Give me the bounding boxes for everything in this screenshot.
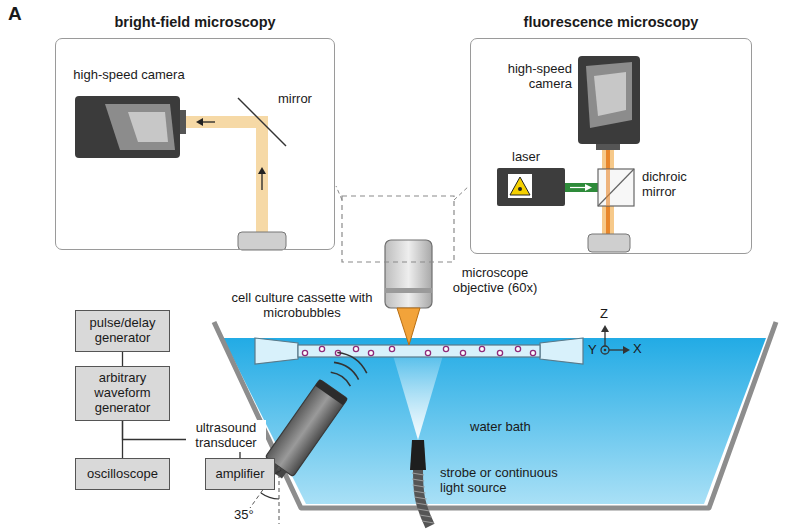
bright-field-optics — [75, 96, 286, 250]
part-label: water bath — [470, 420, 560, 435]
water — [223, 338, 766, 504]
part-label: dichroic mirror — [642, 170, 712, 200]
gooseneck-rib — [412, 473, 424, 475]
gooseneck-rib — [418, 509, 430, 511]
gooseneck-rib — [415, 497, 427, 499]
high-speed-camera — [75, 96, 186, 158]
box-label: oscilloscope — [87, 467, 158, 482]
part-label: mirror — [278, 92, 330, 107]
part-label: high-speed camera — [68, 68, 190, 83]
microbubble — [353, 346, 358, 351]
instrument-box: pulse/delay generator — [75, 310, 170, 352]
high-speed-camera — [578, 56, 640, 150]
angle-arc — [261, 493, 279, 499]
cable — [275, 470, 281, 474]
gooseneck-rib — [422, 521, 434, 523]
laser-box — [497, 168, 565, 206]
instrument-box: arbitrary waveform generator — [75, 366, 170, 421]
gooseneck-rib — [413, 485, 425, 487]
microbubble — [497, 350, 502, 355]
box-label: amplifier — [215, 467, 264, 482]
gooseneck-rib — [416, 503, 428, 505]
vertical-reference — [279, 467, 280, 524]
light-source — [410, 440, 434, 526]
zoom-box — [342, 196, 454, 262]
microbubble — [479, 346, 484, 351]
microbubble — [368, 350, 373, 355]
part-label: 35° — [234, 508, 270, 523]
microbubble — [515, 346, 520, 351]
zoom-leader — [454, 186, 469, 200]
microbubble — [443, 346, 448, 351]
ultrasound-transducer — [260, 348, 370, 483]
panel-heading: fluorescence microscopy — [471, 14, 751, 30]
microbubble — [530, 350, 535, 355]
gooseneck-rib — [413, 491, 425, 493]
box-label: arbitrary waveform generator — [79, 371, 166, 416]
part-label: Y — [588, 343, 602, 358]
gooseneck-rib — [412, 479, 424, 481]
box-label: pulse/delay generator — [79, 316, 166, 346]
microbubble — [389, 346, 394, 351]
part-label: X — [633, 342, 647, 357]
zoom-leader — [336, 186, 342, 200]
part-label: strobe or continuous light source — [440, 466, 568, 496]
part-label: microscope objective (60x) — [440, 266, 550, 296]
light-beam — [392, 352, 444, 440]
part-label: Z — [600, 307, 614, 322]
instrument-box: oscilloscope — [75, 458, 170, 490]
part-label: A — [8, 3, 38, 25]
bath-wall — [214, 322, 776, 508]
part-label: laser — [512, 150, 557, 165]
microscope-objective — [385, 240, 432, 345]
part-label: high-speed camera — [482, 62, 572, 92]
dichroic-cube — [598, 169, 634, 206]
part-label: ultrasound transducer — [186, 420, 266, 452]
cell-culture-cassette — [255, 338, 583, 364]
instrument-box: amplifier — [205, 458, 275, 490]
microbubble — [460, 350, 465, 355]
microbubble — [425, 350, 430, 355]
microbubble — [302, 350, 307, 355]
signal-wire — [122, 352, 123, 366]
part-label: cell culture cassette with microbubbles — [222, 291, 382, 321]
microbubble — [319, 346, 324, 351]
panel-heading: bright-field microscopy — [56, 14, 334, 30]
gooseneck-rib — [420, 515, 432, 517]
axes — [601, 325, 630, 354]
